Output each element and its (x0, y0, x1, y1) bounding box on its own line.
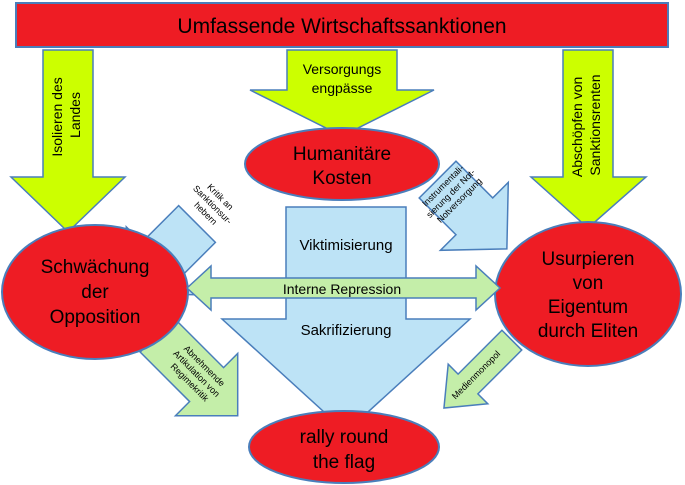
svg-text:Abschöpfen von Sanktionsre: Abschöpfen von Sanktionsrenten (569, 73, 603, 177)
arrow-isolieren-label-1: Isolieren des (49, 77, 65, 156)
arrow-versorgung-label-1: Versorgungs (303, 61, 382, 77)
node-humanitaere-label-2: Kosten (312, 168, 371, 189)
arrow-interne-repression (185, 264, 502, 312)
node-usurpieren-label-1: Usurpieren (542, 249, 635, 270)
node-rally-label-1: rally round (300, 427, 389, 448)
arrow-isolieren (9, 49, 127, 234)
arrow-viktimisierung-label: Viktimisierung (299, 237, 392, 254)
node-usurpieren-label-2: von (573, 273, 604, 294)
arrow-instrument (418, 160, 510, 252)
arrow-versorgung-label-2: engpässe (312, 80, 373, 96)
arrow-abschoepfen-label-2: Sanktionsrenten (587, 74, 603, 175)
arrow-medien (443, 329, 523, 409)
node-rally (248, 410, 440, 484)
arrow-abschoepfen (529, 49, 648, 230)
svg-text:Isolieren des Landes: Isolieren des Landes (49, 73, 83, 156)
arrow-abnehmende (139, 317, 239, 417)
node-humanitaere-kosten (244, 127, 440, 201)
node-rally-label-2: the flag (313, 452, 375, 473)
arrow-interne-repression-label: Interne Repression (283, 281, 401, 297)
node-schwaechung-label-1: Schwächung (41, 257, 150, 278)
node-schwaechung (1, 224, 189, 360)
arrow-sakrifizierung-label: Sakrifizierung (301, 322, 392, 339)
arrow-versorgung (249, 49, 435, 137)
header-title: Umfassende Wirtschaftssanktionen (177, 15, 506, 38)
arrow-abschoepfen-label-1: Abschöpfen von (569, 77, 585, 177)
arrow-isolieren-label-2: Landes (67, 92, 83, 138)
node-usurpieren-label-4: durch Eliten (538, 321, 638, 342)
arrow-viktimisierung (220, 206, 472, 434)
node-schwaechung-label-2: der (81, 282, 109, 303)
node-humanitaere-label-1: Humanitäre (293, 144, 391, 165)
node-usurpieren (494, 221, 682, 367)
header-bar (15, 2, 669, 48)
node-usurpieren-label-3: Eigentum (548, 297, 628, 318)
node-schwaechung-label-3: Opposition (50, 307, 141, 328)
